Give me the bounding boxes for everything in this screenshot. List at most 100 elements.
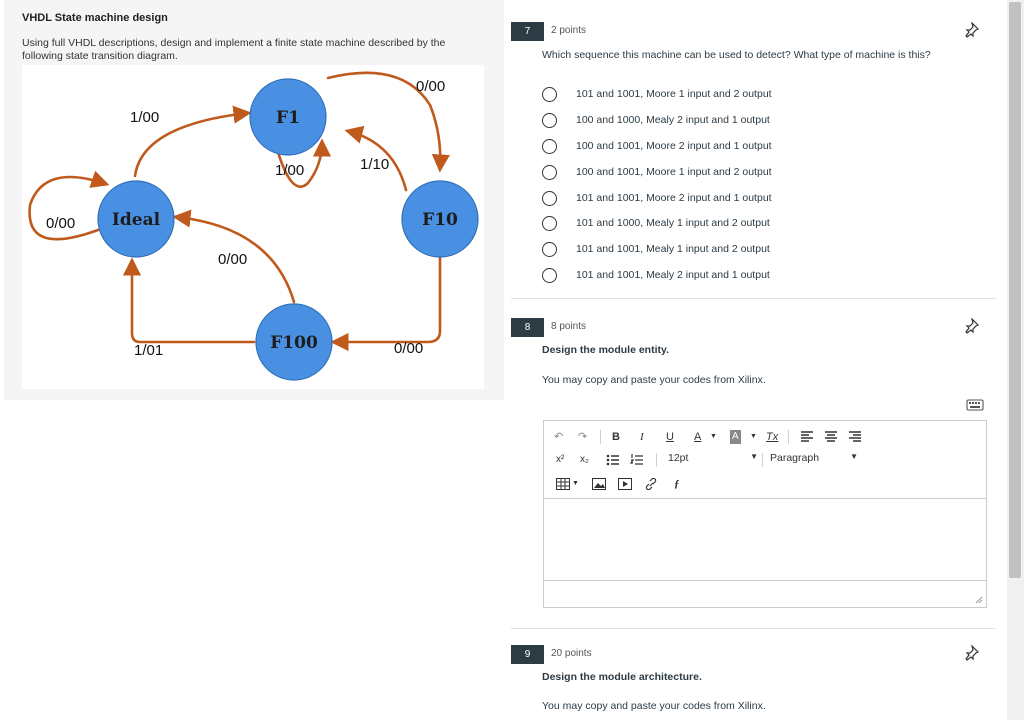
underline-button[interactable]: U: [666, 431, 674, 443]
option-label: 101 and 1001, Mealy 1 input and 2 output: [576, 243, 770, 255]
background-color-button[interactable]: A: [730, 430, 741, 444]
edge-f100-ideal: [172, 209, 296, 304]
state-label-f1: F1: [276, 108, 300, 128]
edge-f1-f10: [326, 71, 450, 173]
question-divider: [511, 628, 996, 629]
answer-option-8[interactable]: 101 and 1001, Mealy 2 input and 1 output: [542, 265, 982, 285]
numbered-list-icon[interactable]: [630, 454, 644, 466]
option-label: 101 and 1001, Mealy 2 input and 1 output: [576, 269, 770, 281]
page-scrollbar[interactable]: [1007, 0, 1024, 720]
question-prompt: Which sequence this machine can be used …: [542, 49, 931, 61]
undo-icon[interactable]: ↶: [554, 431, 564, 443]
edge-label-f1-self: 1/00: [275, 162, 304, 179]
edge-label-f100-ideal: 0/00: [218, 251, 247, 268]
edge-label-f100-back-ideal: 1/01: [134, 342, 163, 359]
block-format-select[interactable]: Paragraph ▼: [770, 452, 858, 468]
state-node-f10: [401, 180, 479, 258]
edge-ideal-self: [28, 170, 110, 241]
redo-icon[interactable]: ↷: [578, 431, 588, 443]
radio-button[interactable]: [542, 215, 557, 231]
question-points: 20 points: [551, 648, 592, 659]
pin-icon[interactable]: [963, 318, 979, 334]
editor-toolbar: ↶ ↷ B I U A ▼ A ▼ Tx x² x₂ 12pt ▼ Paragr…: [544, 421, 986, 498]
radio-button[interactable]: [542, 138, 557, 154]
radio-button[interactable]: [542, 267, 557, 283]
radio-button[interactable]: [542, 164, 557, 180]
question-title: Design the module architecture.: [542, 671, 702, 683]
state-label-f10: F10: [422, 210, 458, 230]
align-left-icon[interactable]: [800, 431, 814, 443]
context-description: Using full VHDL descriptions, design and…: [22, 37, 446, 62]
radio-button[interactable]: [542, 190, 557, 206]
clear-formatting-button[interactable]: Tx: [766, 431, 779, 443]
answer-option-2[interactable]: 100 and 1000, Mealy 2 input and 1 output: [542, 110, 982, 130]
option-label: 101 and 1000, Mealy 1 input and 2 output: [576, 217, 770, 229]
edge-label-ideal-self: 0/00: [46, 215, 75, 232]
image-icon[interactable]: [592, 478, 606, 490]
resize-handle-icon[interactable]: [975, 596, 983, 604]
superscript-button[interactable]: x²: [556, 454, 565, 465]
answer-option-1[interactable]: 101 and 1001, Moore 1 input and 2 output: [542, 84, 982, 104]
editor-text-area[interactable]: [544, 498, 986, 580]
question-points: 2 points: [551, 25, 587, 36]
edge-ideal-f1: [133, 105, 252, 178]
rich-text-editor: ↶ ↷ B I U A ▼ A ▼ Tx x² x₂ 12pt ▼ Paragr…: [543, 420, 987, 608]
option-label: 101 and 1001, Moore 1 input and 2 output: [576, 88, 772, 100]
answer-option-5[interactable]: 101 and 1001, Moore 2 input and 1 output: [542, 188, 982, 208]
context-title: VHDL State machine design: [22, 12, 168, 24]
edge-label-ideal-f1: 1/00: [130, 109, 159, 126]
edge-label-f10-f100: 0/00: [394, 340, 423, 357]
align-right-icon[interactable]: [848, 431, 862, 443]
edge-f100-back-ideal: [122, 257, 256, 344]
answer-option-3[interactable]: 100 and 1001, Moore 2 input and 1 output: [542, 136, 982, 156]
equation-icon[interactable]: ƒ: [674, 478, 680, 490]
keyboard-shortcuts-icon[interactable]: [966, 398, 984, 412]
bullet-list-icon[interactable]: [606, 454, 620, 466]
chevron-down-icon: ▼: [750, 452, 758, 461]
question-8: 8 8 points Design the module entity. You…: [511, 318, 996, 388]
question-number: 8: [511, 318, 544, 337]
question-context-panel: VHDL State machine design Using full VHD…: [4, 0, 504, 400]
text-color-button[interactable]: A: [694, 431, 702, 443]
option-label: 100 and 1000, Mealy 2 input and 1 output: [576, 114, 770, 126]
option-label: 101 and 1001, Moore 2 input and 1 output: [576, 192, 772, 204]
state-node-f100: [255, 303, 333, 381]
link-icon[interactable]: [644, 478, 658, 490]
chevron-down-icon: ▼: [850, 452, 858, 461]
chevron-down-icon[interactable]: ▼: [572, 480, 579, 487]
answer-option-7[interactable]: 101 and 1001, Mealy 1 input and 2 output: [542, 239, 982, 259]
scrollbar-thumb[interactable]: [1009, 2, 1021, 578]
bold-button[interactable]: B: [612, 431, 620, 443]
edge-f10-f100: [330, 253, 442, 352]
answer-option-6[interactable]: 101 and 1000, Mealy 1 input and 2 output: [542, 213, 982, 233]
option-label: 100 and 1001, Moore 2 input and 1 output: [576, 140, 772, 152]
question-9: 9 20 points Design the module architectu…: [511, 645, 996, 720]
state-label-f100: F100: [270, 333, 318, 353]
option-label: 100 and 1001, Moore 1 input and 2 output: [576, 166, 772, 178]
pin-icon[interactable]: [963, 22, 979, 38]
edge-label-f1-f10: 0/00: [416, 78, 445, 95]
state-diagram-svg: F1 Ideal F10 F100 0/00 1/00 1/00 1/10 0/…: [28, 71, 479, 381]
subscript-button[interactable]: x₂: [580, 454, 589, 465]
radio-button[interactable]: [542, 112, 557, 128]
question-number: 7: [511, 22, 544, 41]
chevron-down-icon[interactable]: ▼: [710, 433, 717, 440]
media-icon[interactable]: [618, 478, 632, 490]
question-points: 8 points: [551, 321, 587, 332]
state-label-ideal: Ideal: [112, 210, 161, 230]
chevron-down-icon[interactable]: ▼: [750, 433, 757, 440]
state-diagram: F1 Ideal F10 F100 0/00 1/00 1/00 1/10 0/…: [22, 65, 484, 389]
font-size-select[interactable]: 12pt ▼: [668, 452, 758, 468]
answer-option-4[interactable]: 100 and 1001, Moore 1 input and 2 output: [542, 162, 982, 182]
pin-icon[interactable]: [963, 645, 979, 661]
edge-f10-f1: [344, 125, 408, 192]
table-icon[interactable]: [556, 478, 570, 490]
question-number: 9: [511, 645, 544, 664]
radio-button[interactable]: [542, 86, 557, 102]
block-format-value: Paragraph: [770, 452, 820, 464]
radio-button[interactable]: [542, 241, 557, 257]
state-node-f1: [249, 78, 327, 156]
align-center-icon[interactable]: [824, 431, 838, 443]
state-node-ideal: [97, 180, 175, 258]
italic-button[interactable]: I: [640, 431, 644, 443]
